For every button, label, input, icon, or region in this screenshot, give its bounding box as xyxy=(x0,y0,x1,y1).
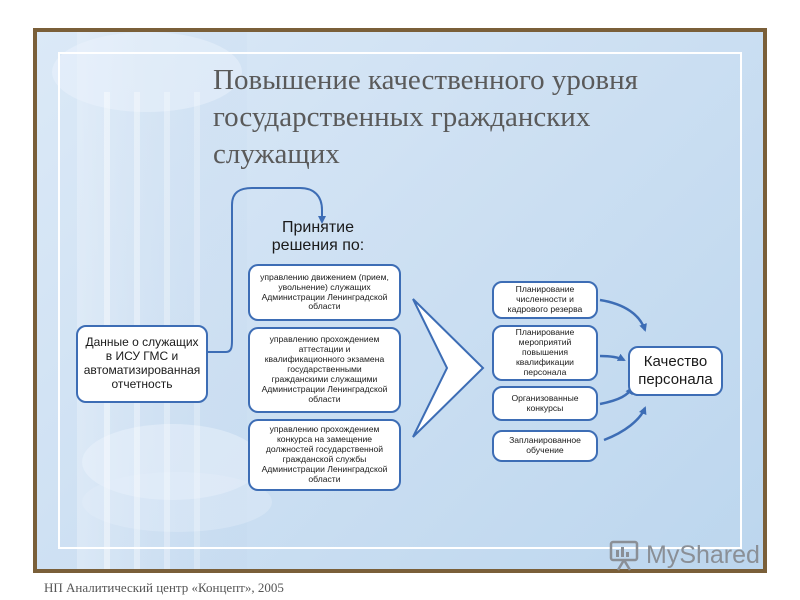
decision-item-competition: управлению прохождением конкурса на заме… xyxy=(248,419,401,491)
title-line: государственных гражданских xyxy=(213,101,591,133)
slide-title: Повышение качественного уровня государст… xyxy=(213,62,753,173)
loop-arrow xyxy=(208,187,326,353)
arrow-to-outcome-2 xyxy=(599,353,626,362)
source-line: отчетность xyxy=(111,376,173,391)
source-data-box: Данные о служащих в ИСУ ГМС и автоматизи… xyxy=(76,325,208,403)
title-line: служащих xyxy=(213,138,340,170)
arrow-to-outcome-4 xyxy=(603,406,647,442)
result-training: Запланированное обучение xyxy=(492,430,598,462)
arrow-to-outcome-3 xyxy=(599,386,634,406)
footer-text: НП Аналитический центр «Концепт», 2005 xyxy=(44,580,284,595)
title-line: Повышение качественного уровня xyxy=(213,64,638,96)
source-line: Данные о служащих xyxy=(85,335,199,350)
source-line: в ИСУ ГМС и xyxy=(105,349,179,364)
result-training-planning: Планирование мероприятий повышения квали… xyxy=(492,325,598,381)
presentation-board-icon xyxy=(609,540,639,571)
decision-label: Принятие решения по: xyxy=(271,219,365,254)
watermark: MyShared xyxy=(608,538,760,572)
result-staff-planning: Планирование численности и кадрового рез… xyxy=(492,281,598,319)
big-chevron-arrow xyxy=(412,298,485,438)
decision-item-attestation: управлению прохождением аттестации и ква… xyxy=(248,327,401,413)
result-competitions: Организованные конкурсы xyxy=(492,386,598,421)
arrow-to-outcome-1 xyxy=(599,298,647,332)
decision-item-movement: управлению движением (прием, увольнение)… xyxy=(248,264,401,321)
watermark-text: MyShared xyxy=(646,540,760,569)
source-line: автоматизированная xyxy=(83,363,201,377)
outcome-quality-box: Качество персонала xyxy=(628,346,723,396)
